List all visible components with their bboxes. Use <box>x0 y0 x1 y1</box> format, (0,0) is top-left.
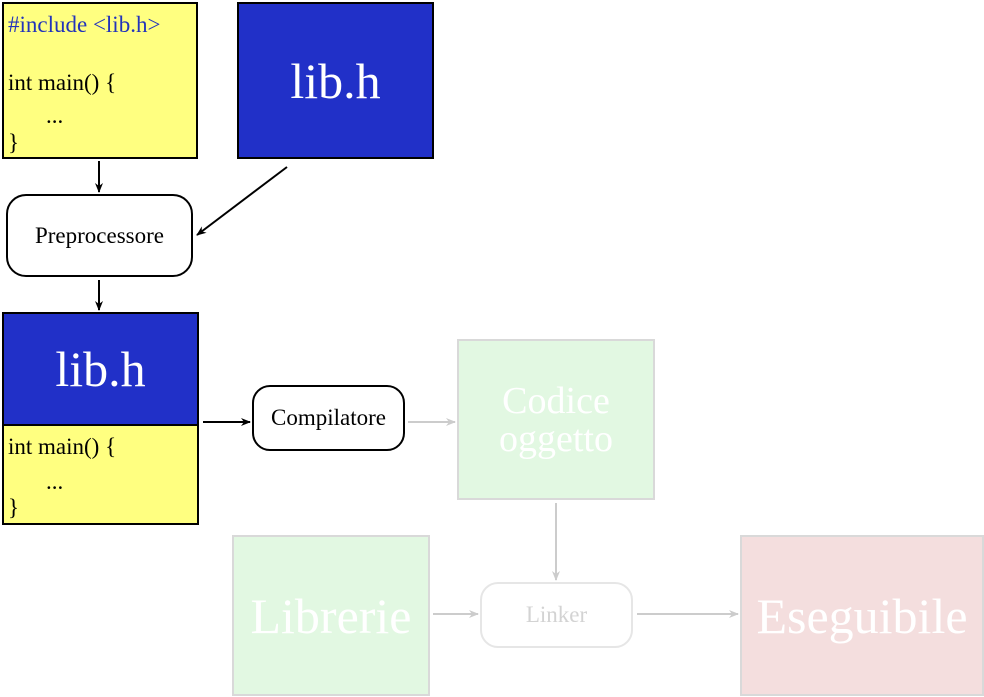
main-body: ... <box>46 103 64 128</box>
inlined-source-section: int main() { ... } <box>4 426 197 523</box>
source-file-box: #include <lib.h> int main() { ... } <box>2 2 198 159</box>
object-code-line1: Codice <box>502 379 610 422</box>
libraries-box: Librerie <box>232 535 430 696</box>
header-file-label: lib.h <box>290 52 381 109</box>
header-file-box: lib.h <box>237 2 434 159</box>
preprocessor-label: Preprocessore <box>34 222 164 248</box>
executable-label: Eseguibile <box>756 587 968 644</box>
inlined-header-section: lib.h <box>4 314 197 426</box>
preprocessed-main-signature: int main() { <box>8 434 117 459</box>
executable-box: Eseguibile <box>740 535 984 696</box>
compiler-label: Compilatore <box>271 405 386 430</box>
linker-label: Linker <box>525 602 588 627</box>
inlined-header-label: lib.h <box>55 341 146 397</box>
preprocessed-main-body: ... <box>46 469 64 494</box>
include-directive: #include <lib.h> <box>8 12 161 37</box>
libraries-label: Librerie <box>250 587 412 644</box>
linker-node: Linker <box>480 582 633 648</box>
object-code-line2: oggetto <box>499 417 613 460</box>
preprocessor-node: Preprocessore <box>6 194 193 277</box>
preprocessed-close-brace: } <box>8 495 20 520</box>
arrow-header-to-preprocessor <box>196 166 288 236</box>
main-close-brace: } <box>8 130 20 155</box>
main-signature: int main() { <box>8 70 117 95</box>
object-code-box: Codice oggetto <box>457 339 655 500</box>
preprocessed-file-box: lib.h int main() { ... } <box>2 312 199 525</box>
compiler-node: Compilatore <box>252 385 405 451</box>
